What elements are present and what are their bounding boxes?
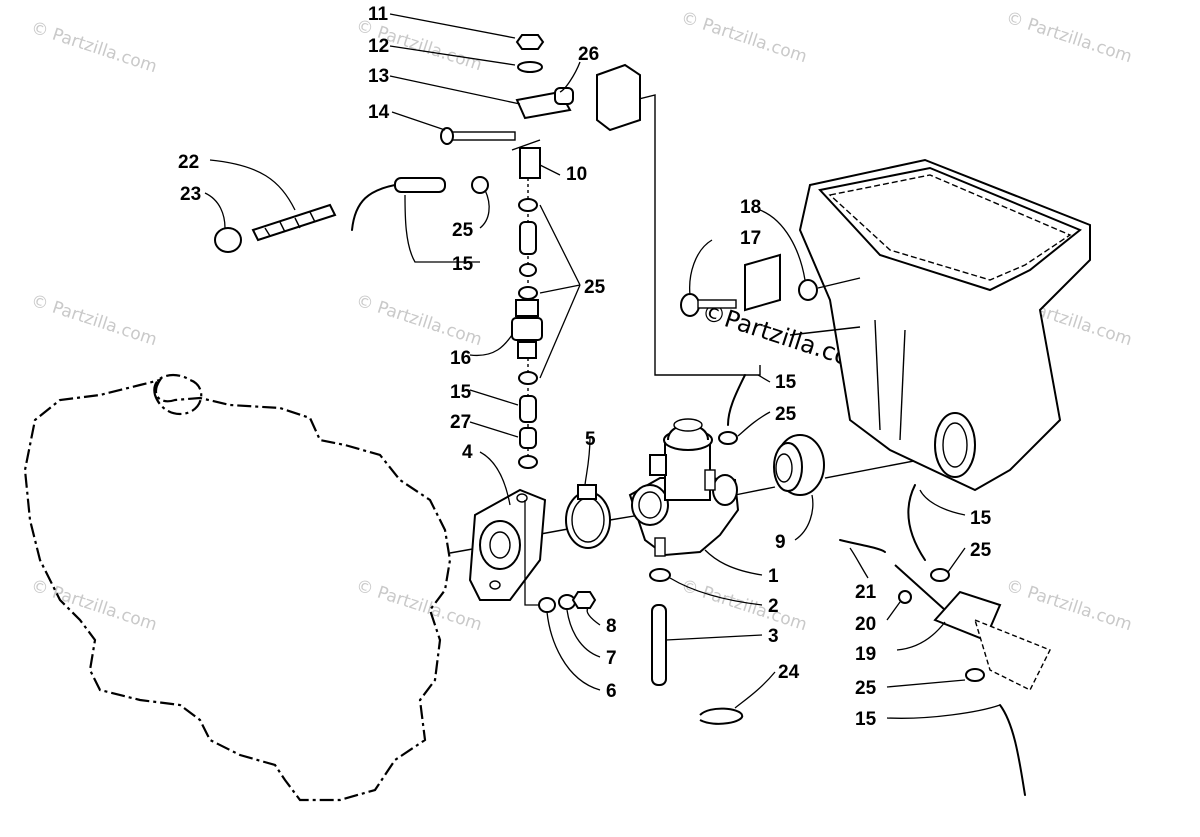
pulse-hose	[907, 484, 926, 561]
callout-3: 3	[768, 626, 779, 647]
callout-5: 5	[585, 429, 596, 450]
hose-clip	[718, 431, 738, 445]
watermark-text: © Partzilla.com	[353, 576, 484, 636]
hose-clip	[518, 198, 538, 212]
hose-clip	[930, 568, 950, 582]
callout-19: 19	[855, 644, 876, 665]
fuel-pump	[933, 590, 1051, 691]
callout-15: 15	[970, 508, 992, 529]
watermark-text: © Partzilla.com	[28, 18, 159, 78]
routing-line	[634, 94, 761, 376]
fuel-hose	[394, 177, 446, 193]
small-clamp	[649, 568, 671, 582]
air-silencer-box	[798, 158, 1091, 492]
callout-25: 25	[970, 540, 992, 561]
hose-clip	[519, 263, 537, 277]
callout-22: 22	[178, 152, 199, 173]
callout-13: 13	[368, 66, 389, 87]
callout-15: 15	[450, 382, 472, 403]
callout-10: 10	[566, 164, 587, 185]
axis-line	[734, 486, 776, 496]
callout-16: 16	[450, 348, 471, 369]
engine-phantom-recoil	[153, 373, 203, 416]
watermark-text: © Partzilla.com	[678, 8, 809, 68]
callout-7: 7	[606, 648, 617, 669]
callout-17: 17	[740, 228, 761, 249]
hose-clamp	[565, 484, 611, 549]
callout-24: 24	[778, 662, 800, 683]
callout-27: 27	[450, 412, 471, 433]
callout-labels: 11 12 13 14 26 10 22 23 25 15 25 16 15 2…	[178, 4, 992, 730]
leader-lines	[204, 13, 1001, 719]
callout-9: 9	[775, 532, 786, 553]
callout-11: 11	[368, 4, 389, 25]
callout-20: 20	[855, 614, 876, 635]
callout-8: 8	[606, 616, 617, 637]
callout-2: 2	[768, 596, 779, 617]
callout-15: 15	[855, 709, 877, 730]
fuel-hose	[519, 427, 537, 449]
callout-1: 1	[768, 566, 779, 587]
hose-clip	[518, 286, 538, 300]
watermark-text: © Partzilla.com	[28, 576, 159, 636]
fuel-hose	[351, 184, 396, 231]
lock-washer	[558, 594, 576, 610]
callout-14: 14	[368, 102, 390, 123]
spring	[251, 203, 337, 242]
hose-clip	[518, 371, 538, 385]
callout-18: 18	[740, 197, 761, 218]
carburetor	[628, 418, 740, 557]
hose-clip	[471, 176, 489, 194]
hose-clip	[965, 668, 985, 682]
callout-25: 25	[584, 277, 606, 298]
nut	[898, 590, 912, 604]
watermark-text: © Partzilla.com	[1003, 8, 1134, 68]
callout-15: 15	[775, 372, 797, 393]
engine-phantom-outline	[23, 378, 452, 802]
mounting-bolt	[680, 253, 861, 336]
cable-tie	[699, 707, 744, 725]
fuel-filter	[511, 299, 543, 359]
callout-6: 6	[606, 681, 617, 702]
callout-4: 4	[462, 442, 473, 463]
callout-21: 21	[855, 582, 877, 603]
callout-26: 26	[578, 44, 599, 65]
fuel-hose	[999, 704, 1026, 796]
air-intake-boot	[773, 434, 825, 496]
callout-15: 15	[452, 254, 474, 275]
fuel-hose	[519, 395, 537, 423]
pulse-hose	[839, 539, 886, 553]
watermark-text: © Partzilla.com	[353, 291, 484, 351]
washer	[538, 597, 556, 613]
callout-25: 25	[775, 404, 797, 425]
intake-flange	[468, 488, 547, 601]
watermark-text: © Partzilla.com	[1003, 576, 1134, 636]
nut	[571, 591, 597, 609]
fuel-hose	[519, 221, 537, 255]
ring-clip	[214, 227, 242, 253]
callout-25: 25	[855, 678, 877, 699]
fuel-shutoff-assembly	[440, 34, 641, 470]
pulse-hose	[894, 564, 946, 611]
callout-12: 12	[368, 36, 389, 57]
vent-hose	[727, 374, 746, 426]
watermark-text: © Partzilla.com	[28, 291, 159, 351]
hose-clip	[518, 455, 538, 469]
callout-23: 23	[180, 184, 201, 205]
watermark-text: © Partzilla.com	[678, 576, 809, 636]
drain-hose	[651, 604, 667, 686]
callout-25: 25	[452, 220, 474, 241]
